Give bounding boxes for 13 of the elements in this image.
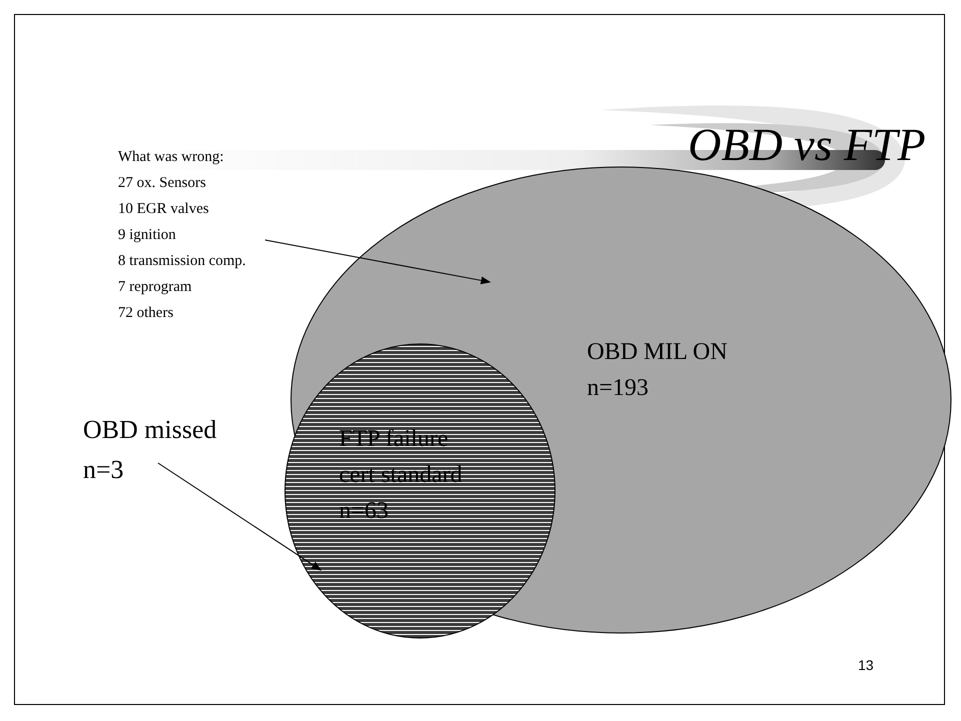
set-label: OBD MIL ON n=193 (587, 338, 728, 403)
annotation-text: 72 others (118, 304, 174, 323)
annotation-text: 27 ox. Sensors (118, 174, 207, 193)
annotation-text: 9 ignition (118, 226, 177, 245)
annotation-text: 10 EGR valves (118, 200, 210, 219)
leader-arrow (264, 240, 491, 284)
leader-arrow (158, 462, 322, 571)
annotation-text: 8 transmission comp. (118, 252, 247, 271)
page-number: 13 (858, 657, 874, 673)
slide-title: OBD vs FTP (688, 118, 926, 171)
annotation-text: 7 reprogram (118, 278, 193, 297)
annotation-text: What was wrong: (118, 148, 225, 167)
annotation-text: OBD missed n=3 (83, 414, 218, 486)
